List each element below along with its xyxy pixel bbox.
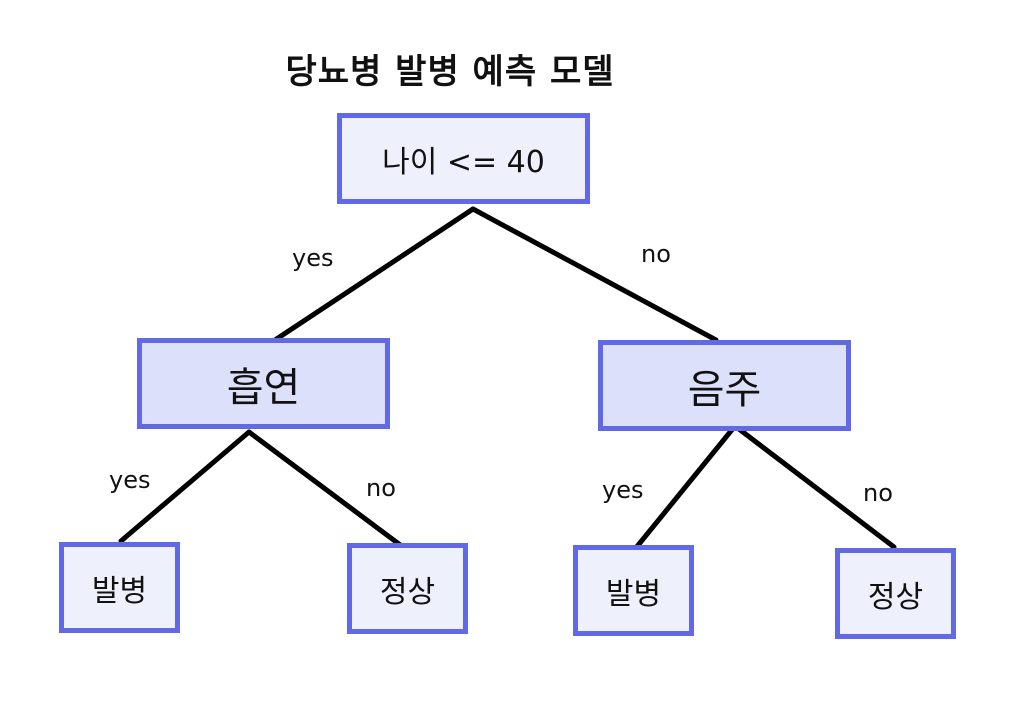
node-right-no-outcome: 정상 — [835, 548, 956, 639]
edge-right-yes — [632, 423, 738, 552]
node-left-yes-label: 발병 — [91, 573, 148, 609]
edge-label-root-yes: yes — [292, 244, 334, 272]
node-right-no-label: 정상 — [867, 579, 924, 615]
edge-left-no — [246, 429, 406, 550]
node-root: 나이 <= 40 — [337, 113, 590, 204]
edge-label-right-no: no — [863, 479, 893, 507]
node-root-label: 나이 <= 40 — [382, 144, 545, 180]
diagram-title: 당뇨병 발병 예측 모델 — [285, 51, 615, 92]
node-left-yes-outcome: 발병 — [59, 542, 180, 633]
edge-label-left-no: no — [366, 474, 396, 502]
edge-root-right — [470, 206, 719, 343]
node-smoking: 흡연 — [137, 338, 390, 429]
node-right-yes-outcome: 발병 — [573, 545, 694, 636]
node-drinking-label: 음주 — [687, 366, 762, 413]
edge-label-right-yes: yes — [602, 476, 644, 504]
edge-label-root-no: no — [641, 240, 671, 268]
node-smoking-label: 흡연 — [226, 364, 301, 411]
node-left-no-label: 정상 — [379, 574, 436, 610]
node-drinking: 음주 — [598, 340, 851, 431]
edge-left-yes — [118, 429, 252, 544]
edge-right-no — [732, 423, 897, 550]
node-left-no-outcome: 정상 — [347, 543, 468, 634]
edge-root-left — [269, 206, 476, 345]
node-right-yes-label: 발병 — [605, 576, 662, 612]
edge-label-left-yes: yes — [109, 466, 151, 494]
